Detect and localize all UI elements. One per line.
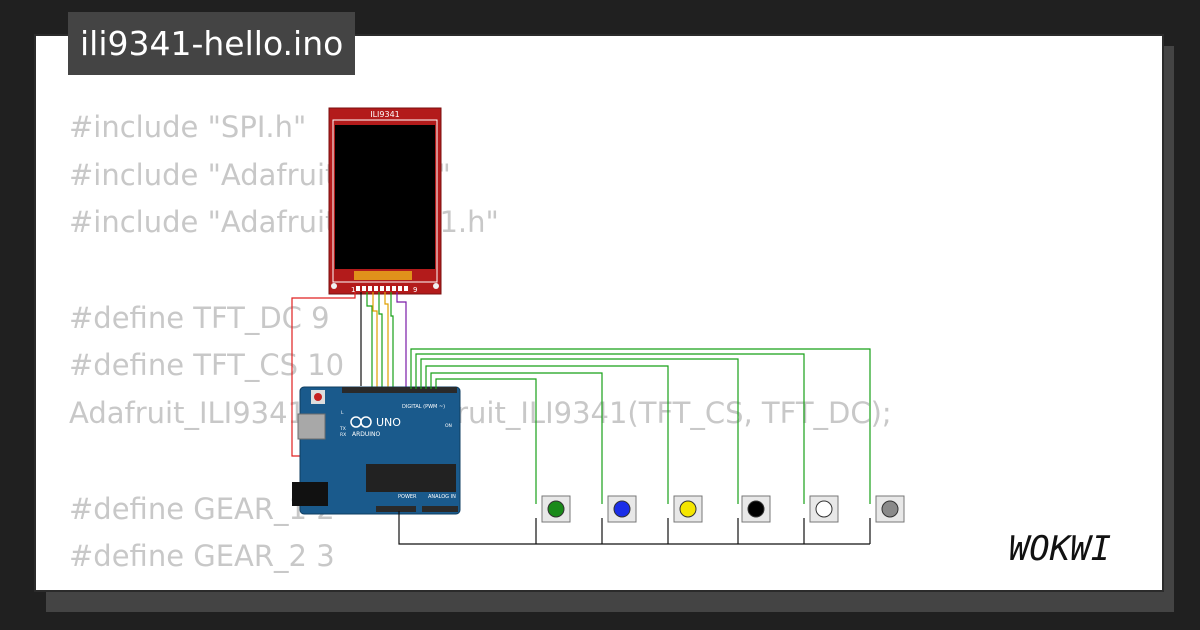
display-label: ILI9341	[370, 110, 400, 119]
atmega-chip	[366, 464, 456, 492]
usb-connector	[297, 413, 326, 440]
button-cap	[747, 500, 765, 518]
analog-header	[422, 506, 458, 512]
display-wires	[291, 292, 407, 457]
arduino-logo-icon-right	[360, 416, 372, 428]
display-fpc	[354, 271, 412, 280]
mounting-hole	[331, 283, 337, 289]
power-label: POWER	[398, 494, 417, 500]
code-line: #define TFT_DC 9	[69, 300, 330, 335]
circuit-diagram: ILI9341 1 9	[291, 107, 905, 545]
code-line: #define TFT_CS 10	[69, 348, 345, 383]
button-cap	[613, 500, 631, 518]
digital-label: DIGITAL (PWM ~)	[402, 404, 445, 410]
arduino-model: UNO	[376, 416, 401, 429]
analog-label: ANALOG IN	[428, 494, 456, 500]
pushbutton-white[interactable]	[809, 495, 839, 523]
ili9341-display[interactable]: ILI9341 1 9	[328, 107, 442, 295]
pushbutton-green[interactable]	[541, 495, 571, 523]
rx-label: RX	[340, 432, 346, 438]
arduino-brand: ARDUINO	[352, 431, 381, 438]
power-jack	[292, 482, 328, 506]
pushbutton-yellow[interactable]	[673, 495, 703, 523]
button-cap	[547, 500, 565, 518]
power-header	[376, 506, 416, 512]
code-line: #define GEAR_2 3	[69, 539, 335, 574]
project-title: ili9341-hello.ino	[68, 12, 356, 75]
code-line: #define GEAR_1 2	[69, 491, 335, 526]
pushbutton-blue[interactable]	[607, 495, 637, 523]
mounting-hole	[433, 283, 439, 289]
pushbutton-gray[interactable]	[875, 495, 905, 523]
button-cap	[815, 500, 833, 518]
button-cap	[679, 500, 697, 518]
wokwi-logo-text: WOKWI	[1009, 529, 1111, 569]
button-cap	[881, 500, 899, 518]
display-pin-start: 1	[351, 286, 355, 294]
display-pin-header	[356, 286, 408, 291]
pushbutton-black[interactable]	[741, 495, 771, 523]
tx-label: TX	[339, 426, 346, 432]
l-label: L	[341, 410, 344, 416]
code-line: #define GEAR_3 4	[69, 581, 892, 590]
display-pin-end: 9	[413, 286, 417, 294]
preview-card: #include "SPI.h" #include "Adafruit_GFX.…	[34, 34, 1164, 592]
code-line: #include "SPI.h"	[69, 110, 307, 144]
on-label: ON	[445, 423, 452, 429]
display-screen	[335, 125, 435, 269]
digital-header	[342, 387, 457, 393]
wokwi-logo: WOKWI	[1009, 529, 1111, 569]
reset-cap	[314, 393, 322, 401]
arduino-uno-board[interactable]: DIGITAL (PWM ~) UNO ARDUINO TX RX L ON P…	[292, 386, 461, 515]
ground-wire	[398, 511, 871, 545]
button-wires	[410, 348, 871, 504]
